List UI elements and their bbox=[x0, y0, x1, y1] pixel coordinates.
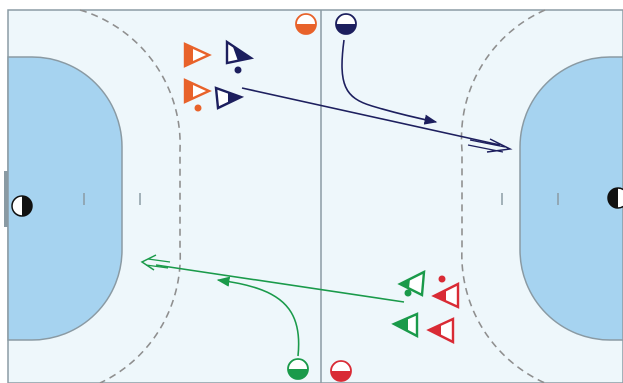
goalkeeper-right bbox=[607, 187, 623, 209]
right-free-throw-line bbox=[460, 9, 546, 383]
triangle-left-icon bbox=[397, 269, 426, 297]
player-green-1 bbox=[397, 269, 426, 297]
goalkeeper-icon bbox=[11, 195, 33, 217]
player-navy-2 bbox=[214, 86, 245, 110]
player-red-2 bbox=[426, 317, 455, 344]
goalkeeper-icon bbox=[607, 187, 623, 209]
half-circle-icon bbox=[295, 13, 317, 35]
goalkeeper-left bbox=[11, 195, 33, 217]
half-circle-icon bbox=[287, 358, 309, 380]
half-circle-icon bbox=[330, 360, 352, 382]
left-goal bbox=[4, 171, 8, 227]
player-navy-1 bbox=[225, 39, 255, 74]
substitute-green bbox=[287, 358, 309, 380]
substitute-orange bbox=[295, 13, 317, 35]
ball bbox=[404, 289, 412, 297]
navy-pass-arrow bbox=[241, 87, 513, 153]
ball bbox=[194, 104, 202, 112]
player-red-1 bbox=[431, 275, 460, 309]
navy-run-arrow bbox=[341, 39, 438, 125]
left-goal-area bbox=[7, 56, 123, 341]
half-circle-icon bbox=[335, 13, 357, 35]
player-orange-1 bbox=[183, 42, 212, 68]
player-green-2 bbox=[391, 312, 419, 338]
left-free-throw-line bbox=[79, 9, 182, 383]
substitute-red bbox=[330, 360, 352, 382]
player-orange-2 bbox=[183, 78, 212, 112]
substitute-navy bbox=[335, 13, 357, 35]
green-pass-arrow bbox=[140, 254, 405, 303]
right-goal-area bbox=[519, 56, 623, 341]
green-run-arrow bbox=[216, 276, 300, 357]
